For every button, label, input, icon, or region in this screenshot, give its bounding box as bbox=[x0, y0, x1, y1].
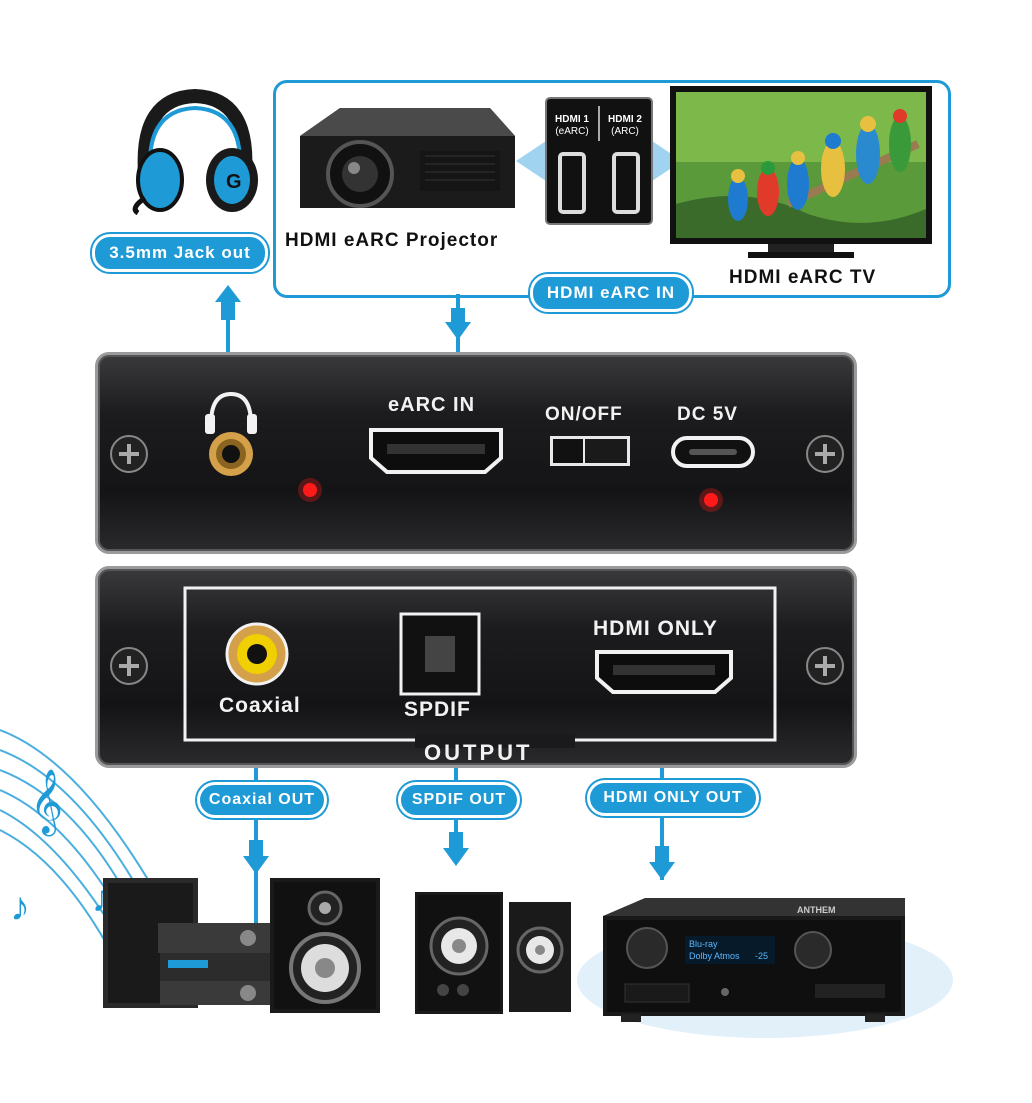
spdif-label: SPDIF bbox=[404, 698, 471, 721]
hifi-stack-image bbox=[103, 878, 380, 1013]
jack-out-label: 3.5mm Jack out bbox=[92, 234, 268, 272]
on-off-label: ON/OFF bbox=[545, 404, 623, 425]
receiver-brand: ANTHEM bbox=[797, 905, 836, 915]
svg-text:G: G bbox=[226, 171, 242, 193]
hdmi1-label: HDMI 1 bbox=[555, 114, 589, 125]
screw-icon bbox=[806, 647, 844, 685]
screw-icon bbox=[110, 435, 148, 473]
earc-in-label: eARC IN bbox=[388, 394, 476, 416]
svg-text:𝄞: 𝄞 bbox=[30, 769, 63, 836]
dc5v-label: DC 5V bbox=[677, 404, 738, 425]
output-label: OUTPUT bbox=[424, 740, 533, 765]
tv-label: HDMI eARC TV bbox=[729, 267, 877, 288]
svg-text:♪: ♪ bbox=[10, 885, 30, 929]
receiver-display-2: Dolby Atmos bbox=[689, 951, 740, 961]
hdmi-only-label: HDMI ONLY bbox=[593, 617, 718, 640]
tv-image bbox=[670, 86, 932, 258]
coaxial-label: Coaxial bbox=[219, 694, 301, 717]
receiver-display-1: Blu-ray bbox=[689, 939, 718, 949]
headphones-icon bbox=[205, 391, 257, 434]
spdif-out-pill: SPDIF OUT bbox=[398, 782, 520, 818]
coaxial-out-pill: Coaxial OUT bbox=[197, 782, 327, 818]
hdmi-ports-card: HDMI 1 (eARC) HDMI 2 (ARC) bbox=[516, 97, 682, 225]
receiver-display-3: -25 bbox=[755, 951, 768, 961]
projector-label: HDMI eARC Projector bbox=[285, 230, 499, 251]
hdmi-only-out-pill: HDMI ONLY OUT bbox=[587, 780, 759, 816]
speakers-image bbox=[415, 892, 571, 1014]
projector-image bbox=[300, 108, 515, 208]
hdmi1-sub: (eARC) bbox=[555, 126, 588, 137]
input-panel-details bbox=[110, 391, 844, 512]
av-receiver-image: ANTHEM Blu-ray Dolby Atmos -25 bbox=[577, 898, 953, 1038]
hdmi2-sub: (ARC) bbox=[611, 126, 639, 137]
screw-icon bbox=[806, 435, 844, 473]
screw-icon bbox=[110, 647, 148, 685]
headset-icon: G bbox=[132, 88, 258, 216]
hdmi2-label: HDMI 2 bbox=[608, 114, 642, 125]
output-panel-details bbox=[110, 586, 844, 748]
earc-in-pill: HDMI eARC IN bbox=[530, 274, 692, 312]
